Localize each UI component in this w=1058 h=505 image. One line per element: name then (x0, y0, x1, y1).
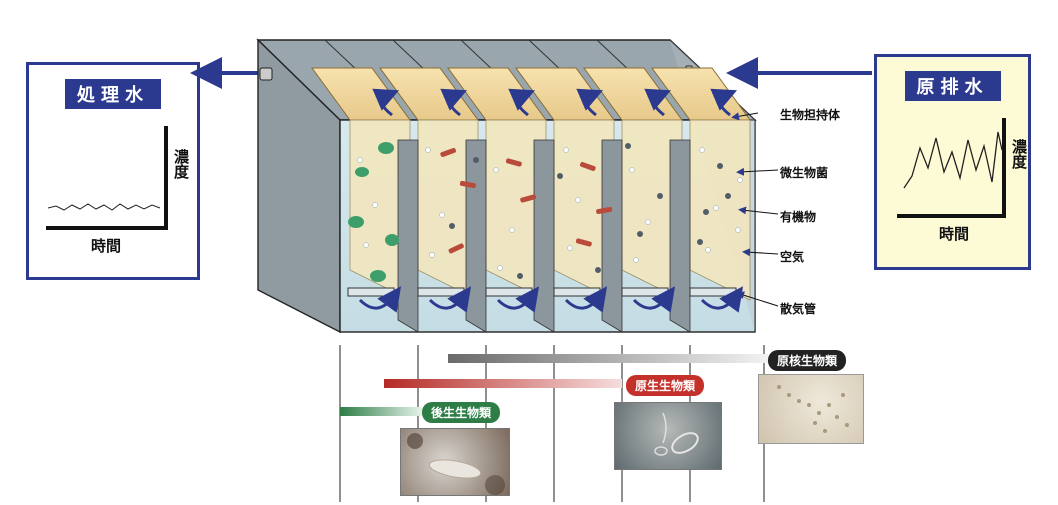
primitive-range-bar (448, 354, 768, 363)
organic-matter (440, 147, 613, 254)
treated-water-chart (46, 126, 168, 230)
microbes-label: 微生物菌 (780, 166, 829, 180)
metazoa-range-bar (340, 407, 422, 416)
microbe-cells (348, 142, 399, 282)
circulation-arrows (358, 88, 744, 313)
raw-water-y-label: 濃度 (1010, 139, 1028, 169)
treated-water-x-label: 時間 (91, 237, 122, 255)
microbe-flocs (449, 143, 731, 279)
organic-label: 有機物 (780, 210, 817, 224)
diffuser-pipes (347, 287, 737, 297)
tank-dividers (397, 139, 691, 333)
protozoa-range-bar (384, 379, 622, 388)
primitive-micrograph (758, 374, 864, 444)
primitive-badge: 原核生物類 (768, 350, 847, 371)
timeline-guides (339, 345, 765, 502)
raw-water-chart (897, 118, 1006, 218)
raw-water-x-label: 時間 (939, 225, 970, 243)
treated-water-y-label: 濃度 (172, 149, 190, 179)
carrier-label: 生物担持体 (780, 108, 841, 122)
diffuser-label: 散気管 (780, 302, 817, 316)
raw-water-title: 原排水 (904, 71, 1001, 101)
raw-water-axes (897, 118, 1006, 218)
callout-lines (731, 112, 779, 307)
treated-water-axes (46, 126, 168, 230)
outlet-pipe-icon (259, 67, 273, 81)
metazoa-micrograph (400, 428, 510, 496)
protozoa-micrograph (614, 402, 722, 470)
raw-water-line (903, 131, 1003, 189)
air-bubbles (357, 147, 743, 271)
metazoa-badge: 後生生物類 (422, 402, 501, 423)
air-label: 空気 (780, 250, 805, 264)
treated-water-line (47, 203, 161, 211)
carrier-plates (349, 119, 751, 301)
treated-water-panel: 処理水 濃度 時間 (26, 62, 200, 280)
treated-water-title: 処理水 (65, 79, 161, 109)
protozoa-badge: 原生生物類 (626, 375, 705, 396)
